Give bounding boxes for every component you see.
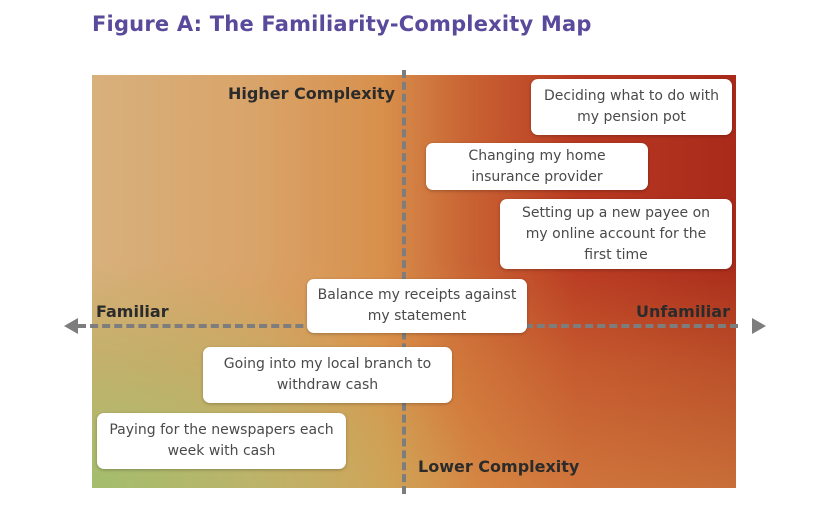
item-newspapers: Paying for the newspapers each week with… <box>97 413 346 469</box>
item-home-insurance: Changing my home insurance provider <box>426 143 648 190</box>
higher-complexity-label: Higher Complexity <box>228 84 396 103</box>
familiar-label: Familiar <box>96 302 169 321</box>
item-pension-pot: Deciding what to do with my pension pot <box>531 79 732 135</box>
item-branch-withdraw: Going into my local branch to withdraw c… <box>203 347 452 403</box>
arrow-right-icon <box>752 318 766 334</box>
unfamiliar-label: Unfamiliar <box>636 302 730 321</box>
figure-title: Figure A: The Familiarity-Complexity Map <box>92 12 592 36</box>
arrow-left-icon <box>64 318 78 334</box>
lower-complexity-label: Lower Complexity <box>418 457 580 476</box>
item-balance-receipts: Balance my receipts against my statement <box>307 279 527 333</box>
item-new-payee: Setting up a new payee on my online acco… <box>500 199 732 269</box>
